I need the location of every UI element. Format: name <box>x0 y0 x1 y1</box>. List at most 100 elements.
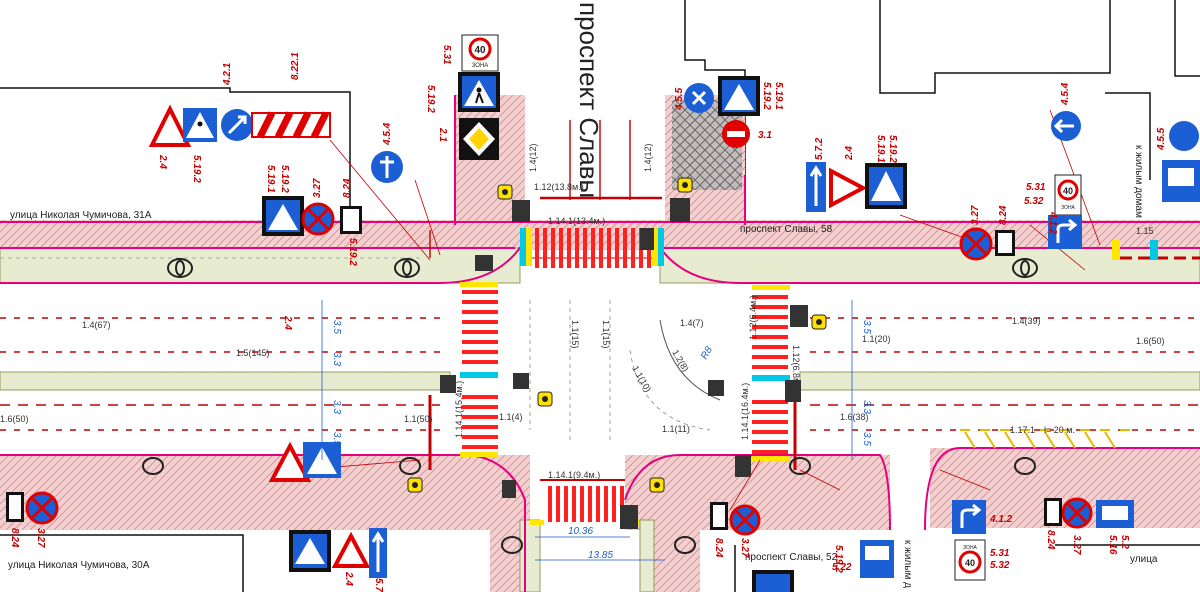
sign-code-label: 3.27 <box>35 528 46 548</box>
sign-code-label: 5.7 <box>373 578 384 592</box>
dimension-label: R8 <box>699 345 715 362</box>
sign-code-label: 3.27 <box>312 178 323 198</box>
sign-code-label: 8.24 <box>713 538 724 558</box>
zone-text: ЗОНА <box>963 545 977 551</box>
tree-symbols <box>142 258 1038 554</box>
sign-code-label: 8.24 <box>342 178 353 198</box>
speed-limit-text: 40 <box>965 558 975 568</box>
sign-code-label: 4.5.5 <box>674 87 685 111</box>
keep-left-icon <box>1051 111 1081 141</box>
marking-label: 1.6(38) <box>840 412 869 422</box>
sign-code-label: 8.22.1 <box>290 52 301 80</box>
sign-code-label: 5.22 <box>832 562 852 573</box>
sign-code-label: 5.16 <box>1107 535 1118 555</box>
give-way-icon <box>331 531 371 568</box>
sign-code-label: 2.1 <box>437 127 448 142</box>
marking-label: 1.6(50) <box>0 414 29 424</box>
no-stopping-icon <box>729 504 761 536</box>
sign-code-label: 3.27 <box>1071 535 1082 555</box>
street-name-prospekt-slavy: проспект Славы <box>574 2 604 198</box>
direction-arrow-icon <box>221 109 253 141</box>
pedestrian-crossing-icon <box>262 196 304 236</box>
marking-label: 1.1(50) <box>404 414 433 424</box>
dimension-label: 3.5 <box>861 432 872 446</box>
pedestrian-crossing-icon <box>752 570 794 592</box>
zone-text: ЗОНА <box>1061 205 1075 211</box>
dimension-label: 3.3 <box>331 400 342 414</box>
sign-code-label: 8.24 <box>1045 530 1056 550</box>
sign-code-label: 4.5.5 <box>1156 127 1167 151</box>
bus-stop-icon <box>860 540 894 578</box>
road-signs: 40 ЗОНА <box>6 34 1200 592</box>
speed-limit-text: 40 <box>474 45 486 56</box>
sign-code-labels: 5.31 5.19.2 2.1 4.2.1 8.22.1 2.4 5.19.2 … <box>9 45 1167 592</box>
sign-code-label: 4.5.4 <box>1060 82 1071 106</box>
sign-code-label: 4.1.2 <box>989 514 1013 525</box>
sign-code-label: 5.19.1 <box>773 82 784 110</box>
sign-code-label: 5.19.2 <box>425 85 436 113</box>
main-road-icon <box>459 118 499 160</box>
no-stopping-icon <box>1061 497 1093 529</box>
marking-label: 1.1(10) <box>630 364 653 394</box>
sign-code-label: 5.19.2 <box>279 165 290 193</box>
marking-label: 1.17.1 <box>1010 425 1035 435</box>
pedestrian-crossing-icon <box>289 530 331 572</box>
pedestrian-crossing-icon <box>183 108 217 142</box>
marking-label: 1.12(13.8м.) <box>534 182 584 192</box>
no-entry-icon <box>722 120 750 148</box>
marking-label: 1.4(67) <box>82 320 111 330</box>
marking-label: 1.1(11) <box>662 424 690 434</box>
traffic-light-icon <box>649 477 665 493</box>
crosswalk-north <box>535 228 651 268</box>
crosswalk-south <box>548 486 624 522</box>
bus-stop-icon <box>1162 160 1200 202</box>
speed-zone-sign: 40 ЗОНА <box>954 539 986 581</box>
marking-label: 1.15 <box>1136 226 1154 236</box>
marking-label: 1.4(12) <box>528 143 538 172</box>
give-way-icon <box>829 167 868 209</box>
address-label: проспект Славы, 58 <box>740 224 833 235</box>
sign-code-label: 3.27 <box>739 538 750 558</box>
tow-truck-plate-icon <box>995 230 1015 256</box>
turn-right-icon <box>1048 215 1082 249</box>
keep-left-icon <box>684 83 714 113</box>
zone-text: ЗОНА <box>472 63 489 69</box>
pedestrian-crossing-icon <box>718 76 760 116</box>
dimension-label: 10.36 <box>568 526 593 537</box>
sign-code-label: 5.31 <box>441 45 452 65</box>
sign-code-label: 2.4 <box>282 315 293 330</box>
sign-code-label: 8.24 <box>998 205 1009 225</box>
marking-label: 1.14.1(15.4м.) <box>454 381 464 438</box>
sign-code-label: 5.19.2 <box>191 155 202 183</box>
marking-labels: 1.4(12) 1.4(12) 1.12(13.8м.) 1.14.1(13.4… <box>0 143 1165 480</box>
tow-truck-plate-icon <box>340 206 362 234</box>
no-stopping-icon <box>25 491 59 525</box>
marking-label: 1.1(20) <box>862 334 891 344</box>
sign-code-label: 5.32 <box>1024 196 1044 207</box>
traffic-light-icon <box>497 184 513 200</box>
marking-label: 1.6(50) <box>1136 336 1165 346</box>
marking-label: 1.12(6.8м.) <box>791 345 801 390</box>
bus-stop-icon <box>1096 500 1134 528</box>
marking-label: 1.1(15) <box>570 320 580 349</box>
sign-code-label: 4.1.2 <box>1047 211 1058 235</box>
marking-label: 1.14.1(13.4м.) <box>548 216 605 226</box>
marking-label: 1.4(12) <box>643 143 653 172</box>
sign-code-label: 3.27 <box>970 205 981 225</box>
crosswalk-east <box>752 295 788 454</box>
sign-code-label: 8.24 <box>9 528 20 548</box>
give-way-icon <box>148 104 192 147</box>
traffic-light-icon <box>677 177 693 193</box>
no-stopping-icon <box>301 202 335 236</box>
sign-code-label: 2.4 <box>343 571 354 586</box>
dimension-label: 13.85 <box>588 550 613 561</box>
tow-truck-plate-icon <box>1044 498 1062 526</box>
address-label: улица Николая Чумичова, 30А <box>8 560 150 571</box>
turn-chevron-board-icon <box>251 111 331 139</box>
traffic-light-icon <box>537 391 553 407</box>
sign-code-label: 5.19.1 <box>265 165 276 193</box>
marking-label: 1.12(6.4м.) <box>748 295 758 340</box>
traffic-lights <box>407 177 827 529</box>
